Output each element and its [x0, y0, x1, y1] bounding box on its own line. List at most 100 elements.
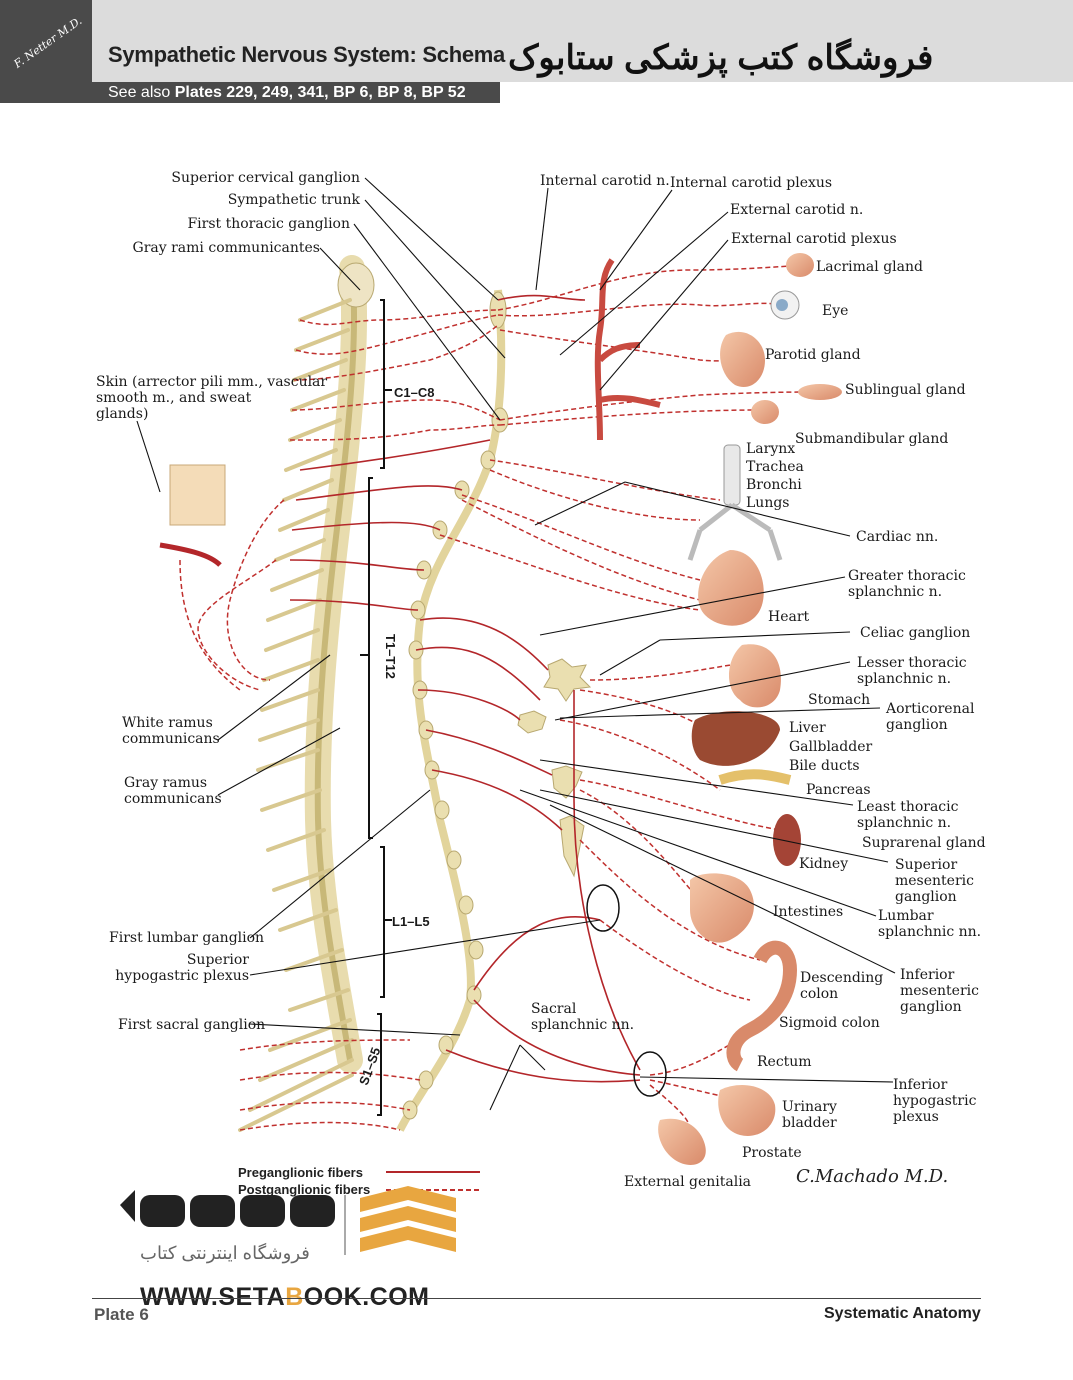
label-t1-t12: T1–T12: [383, 634, 398, 679]
label-inferior-hypogastric: Inferior hypogastric plexus: [893, 1077, 977, 1125]
label-least-splanchnic: Least thoracic splanchnic n.: [857, 799, 959, 831]
plate-number: Plate 6: [94, 1305, 149, 1324]
see-also-prefix: See also: [108, 84, 171, 101]
label-white-ramus: White ramus communicans: [122, 715, 220, 747]
label-prostate: Prostate: [742, 1145, 802, 1161]
lacrimal-gland: [786, 253, 814, 277]
label-external-carotid-n: External carotid n.: [730, 202, 864, 218]
label-skin: Skin (arrector pili mm., vascular smooth…: [96, 374, 328, 422]
label-inferior-mesenteric: Inferior mesenteric ganglion: [900, 967, 979, 1015]
trachea: [723, 444, 741, 506]
label-external-genitalia: External genitalia: [624, 1174, 752, 1190]
intestines: [690, 873, 754, 943]
plate-title: Sympathetic Nervous System: Schema: [108, 42, 505, 67]
kidney: [773, 814, 801, 866]
heart: [698, 550, 764, 626]
carotid-arteries: [594, 258, 661, 441]
label-descending-colon: Descending colon: [800, 970, 884, 1002]
label-l1-l5: L1–L5: [392, 914, 430, 929]
leader-lines: [136, 177, 896, 1111]
label-intestines: Intestines: [773, 904, 844, 920]
bronchi: [687, 502, 783, 561]
inferior-mesenteric-ganglion: [559, 815, 585, 878]
legend-postganglionic-label: Postganglionic fibers: [238, 1182, 371, 1197]
see-also-bar: [92, 82, 500, 103]
prevertebral-ganglia: [517, 658, 592, 878]
postganglionic-fibers: [179, 265, 811, 1131]
urinary-bladder: [718, 1085, 776, 1136]
label-sacral-splanchnic: Sacral splanchnic nn.: [531, 1001, 635, 1033]
label-liver: Liver Gallbladder Bile ducts: [789, 720, 873, 774]
inferior-hypogastric-circle: [633, 1051, 667, 1097]
watermark-url-post: OOK.COM: [303, 1283, 430, 1311]
label-pancreas: Pancreas: [806, 782, 871, 798]
watermark-url[interactable]: WWW.SETABOOK.COM: [140, 1283, 429, 1312]
label-sublingual-gland: Sublingual gland: [845, 382, 966, 398]
see-also-refs[interactable]: Plates 229, 249, 341, BP 6, BP 8, BP 52: [174, 84, 466, 101]
label-eye: Eye: [822, 303, 849, 319]
artist-signature: C.Machado M.D.: [796, 1166, 949, 1187]
watermark-url-pre: WWW.SETA: [140, 1283, 286, 1311]
spinal-cord: [304, 255, 375, 1073]
skin-block: [169, 464, 226, 526]
label-submandibular-gland: Submandibular gland: [795, 431, 949, 447]
setabook-logo: [120, 1186, 456, 1255]
celiac-ganglion: [543, 658, 592, 702]
aorticorenal-ganglion: [517, 710, 547, 734]
label-lumbar-splanchnic: Lumbar splanchnic nn.: [878, 908, 982, 940]
stomach: [728, 644, 781, 708]
label-greater-splanchnic: Greater thoracic splanchnic n.: [848, 568, 966, 600]
watermark-url-accent: B: [285, 1283, 304, 1311]
section-name: Systematic Anatomy: [824, 1305, 981, 1322]
label-external-carotid-plexus: External carotid plexus: [731, 231, 897, 247]
label-first-thoracic-ganglion: First thoracic ganglion: [187, 216, 350, 232]
label-heart: Heart: [768, 609, 810, 625]
label-sigmoid-colon: Sigmoid colon: [779, 1015, 880, 1031]
header-bar: [0, 0, 1073, 82]
sublingual-gland: [798, 384, 842, 400]
label-internal-carotid-n: Internal carotid n.: [540, 173, 670, 189]
superior-hypogastric-circle: [586, 884, 620, 932]
pancreas: [718, 769, 792, 785]
label-lacrimal-gland: Lacrimal gland: [816, 259, 923, 275]
label-suprarenal-gland: Suprarenal gland: [862, 835, 986, 851]
segment-brackets: [360, 299, 392, 1116]
label-superior-hypogastric: Superior hypogastric plexus: [115, 952, 249, 984]
label-aorticorenal: Aorticorenal ganglion: [886, 701, 975, 733]
footer-divider: [92, 1298, 981, 1299]
label-gray-ramus: Gray ramus communicans: [124, 775, 222, 807]
parotid-gland: [720, 331, 765, 388]
label-first-sacral-ganglion: First sacral ganglion: [118, 1017, 266, 1033]
brainstem: [337, 262, 375, 308]
descending-colon: [726, 940, 798, 1072]
organs: [159, 253, 842, 1165]
label-lesser-splanchnic: Lesser thoracic splanchnic n.: [857, 655, 967, 687]
preganglionic-fibers: [289, 294, 641, 1083]
external-genitalia: [658, 1118, 706, 1165]
netter-logo: F. Netter M.D.: [0, 0, 92, 103]
label-c1-c8: C1–C8: [394, 385, 435, 400]
label-stomach: Stomach: [808, 692, 871, 708]
see-also-text: See also Plates 229, 249, 341, BP 6, BP …: [108, 84, 466, 102]
iris: [776, 299, 788, 311]
liver: [691, 711, 780, 766]
store-title: فروشگاه کتب پزشکی ستابوک: [508, 39, 934, 77]
label-superior-cervical-ganglion: Superior cervical ganglion: [171, 170, 360, 186]
label-larynx-trachea: Larynx Trachea Bronchi Lungs: [746, 441, 804, 511]
label-superior-mesenteric: Superior mesenteric ganglion: [895, 857, 974, 905]
label-first-lumbar-ganglion: First lumbar ganglion: [109, 930, 265, 946]
label-rectum: Rectum: [757, 1054, 812, 1070]
submandibular-gland: [751, 400, 779, 424]
label-gray-rami: Gray rami communicantes: [132, 240, 320, 256]
label-internal-carotid-plexus: Internal carotid plexus: [670, 175, 833, 191]
label-celiac-ganglion: Celiac ganglion: [860, 625, 971, 641]
label-urinary-bladder: Urinary bladder: [782, 1099, 837, 1131]
skin-vessel: [159, 542, 222, 567]
watermark-persian-text: فروشگاه اینترنتی کتاب: [140, 1243, 310, 1263]
label-cardiac-nn: Cardiac nn.: [856, 529, 939, 545]
label-parotid-gland: Parotid gland: [765, 347, 861, 363]
label-sympathetic-trunk: Sympathetic trunk: [227, 192, 360, 208]
label-kidney: Kidney: [799, 856, 849, 872]
legend-preganglionic-label: Preganglionic fibers: [238, 1165, 363, 1180]
